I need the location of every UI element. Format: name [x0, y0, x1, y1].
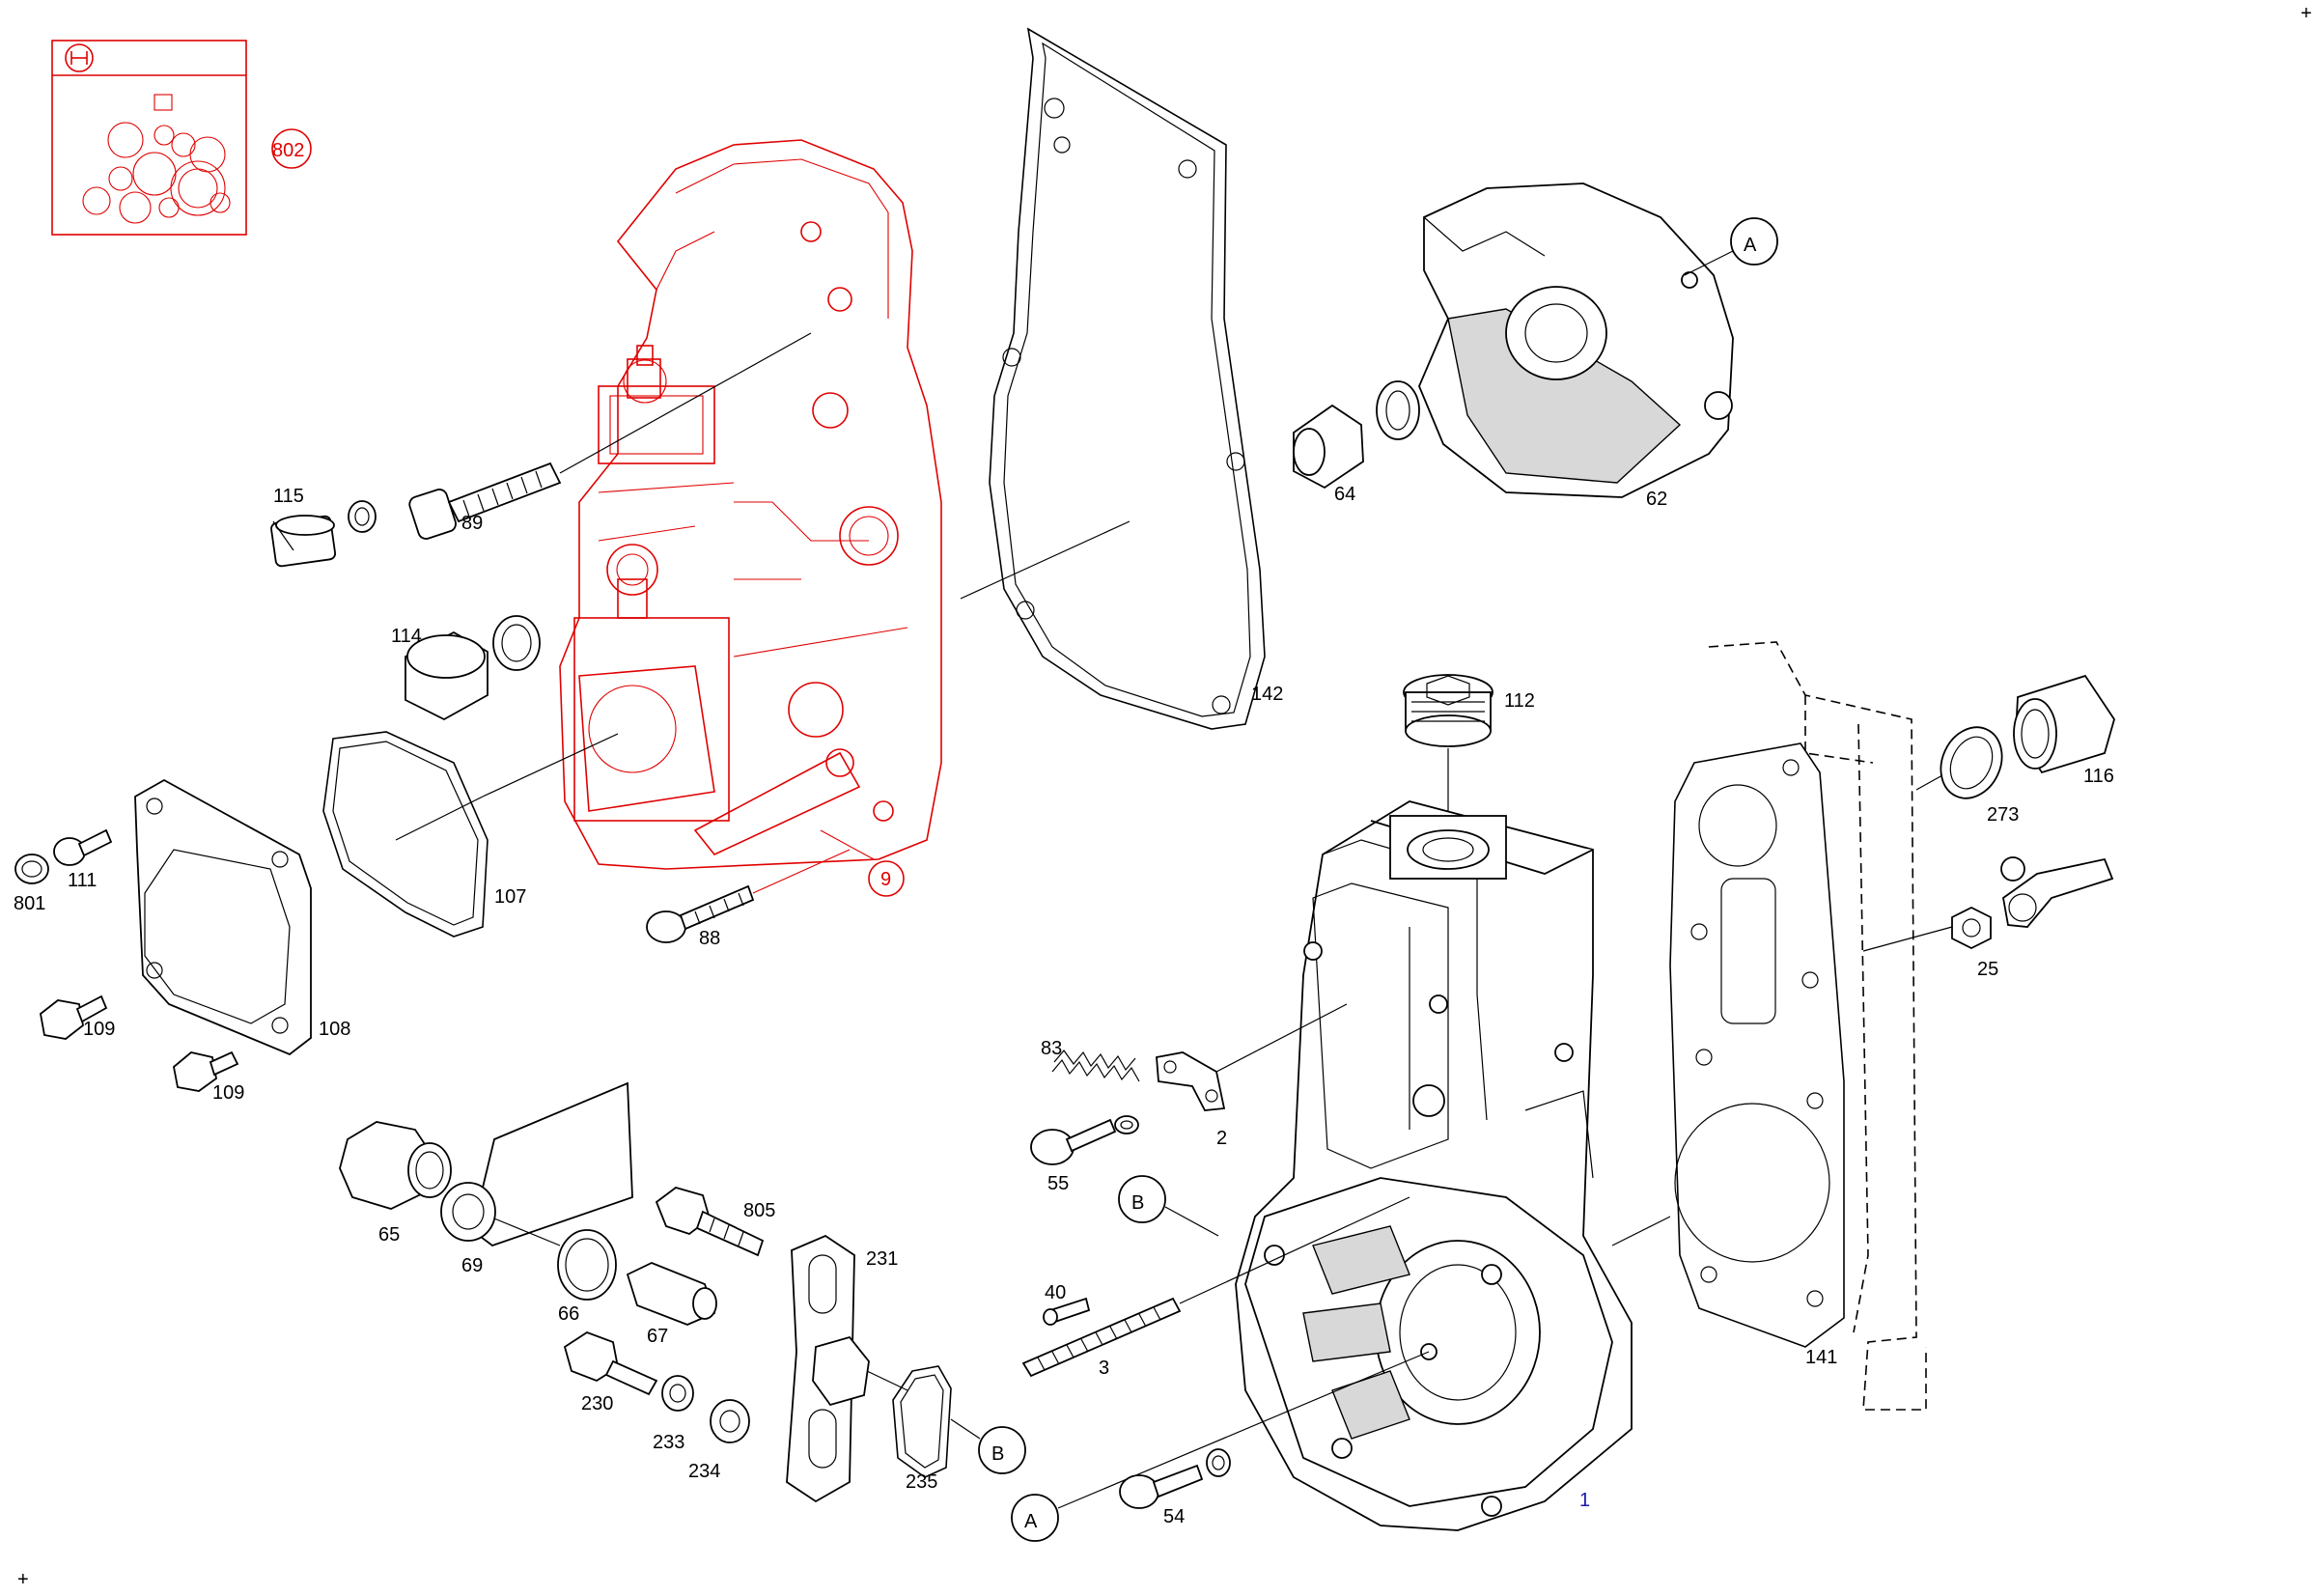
label-231: 231: [866, 1248, 898, 1270]
plate-69[interactable]: 69: [440, 1081, 633, 1276]
label-65: 65: [378, 1224, 400, 1246]
label-40: 40: [1045, 1282, 1066, 1303]
callout-B-bottom[interactable]: B: [950, 1418, 1026, 1474]
washer-234[interactable]: 234: [688, 1399, 750, 1482]
label-141: 141: [1805, 1347, 1837, 1368]
label-801: 801: [14, 893, 45, 914]
governor-housing-assembly[interactable]: [559, 139, 942, 870]
seal-ring-273[interactable]: 273: [1915, 717, 2019, 826]
lever-231[interactable]: 231: [786, 1234, 908, 1503]
label-802: 802: [272, 140, 304, 161]
seal-ring-66[interactable]: 66: [557, 1229, 617, 1325]
label-1: 1: [1579, 1490, 1590, 1511]
bolt-88[interactable]: 88: [646, 849, 851, 949]
label-107: 107: [494, 886, 526, 908]
label-62: 62: [1646, 489, 1667, 510]
kit-callout[interactable]: 802: [271, 128, 312, 169]
nut-116[interactable]: 116: [2013, 674, 2115, 787]
adjacent-housing-outline: [1708, 641, 1927, 1411]
bolt-230[interactable]: 230: [563, 1330, 658, 1414]
label-67: 67: [647, 1326, 668, 1347]
corner-mark-top-right: +: [2301, 3, 2312, 24]
cover-108[interactable]: 108: [134, 778, 350, 1056]
seal-ring-235[interactable]: 235: [892, 1365, 952, 1493]
callout-A-top[interactable]: A: [1684, 217, 1778, 276]
label-3: 3: [1099, 1358, 1109, 1379]
spring-83[interactable]: 83: [1041, 1038, 1140, 1082]
label-9: 9: [880, 869, 891, 890]
gasket-142[interactable]: 142: [960, 27, 1283, 730]
bolt-54[interactable]: 54: [1119, 1448, 1231, 1527]
cap-nut-114[interactable]: 114: [391, 626, 489, 721]
screw-plug-112[interactable]: 112: [1403, 674, 1535, 840]
callout-9[interactable]: 9: [820, 829, 905, 897]
label-116: 116: [2083, 766, 2114, 787]
fitting-lower: [606, 544, 658, 619]
gasket-107[interactable]: 107: [322, 731, 619, 938]
label-112: 112: [1504, 690, 1535, 712]
valve-67[interactable]: 67: [626, 1262, 717, 1347]
label-109-lower: 109: [212, 1082, 244, 1104]
label-115: 115: [273, 486, 304, 507]
cap-nut-115[interactable]: 115: [270, 486, 337, 568]
bolt-111[interactable]: 111: [53, 828, 113, 891]
label-B-middle: B: [1131, 1192, 1144, 1214]
callout-B-middle[interactable]: B: [1118, 1175, 1219, 1237]
fitting-upper: [623, 345, 667, 404]
label-108: 108: [319, 1019, 350, 1040]
label-54: 54: [1163, 1506, 1185, 1527]
washer-115[interactable]: [348, 500, 377, 533]
label-A-top: A: [1744, 235, 1757, 256]
label-B-bottom: B: [991, 1443, 1004, 1465]
bosch-logo-icon: [65, 43, 94, 72]
bolt-805[interactable]: 805: [655, 1187, 775, 1257]
pin-40[interactable]: 40: [1043, 1282, 1091, 1326]
label-235: 235: [906, 1471, 937, 1493]
repair-kit-box[interactable]: [51, 40, 247, 236]
label-109-upper: 109: [83, 1019, 115, 1040]
seal-rings-icon: [82, 94, 231, 224]
label-88: 88: [699, 928, 720, 949]
bolt-109-lower[interactable]: 109: [173, 1050, 244, 1104]
label-83: 83: [1041, 1038, 1062, 1059]
ring-64[interactable]: [1376, 380, 1420, 440]
bracket-2[interactable]: 2: [1156, 1003, 1348, 1149]
callout-A-bottom[interactable]: A: [1011, 1351, 1430, 1542]
cap-801[interactable]: 801: [14, 854, 49, 914]
gasket-141[interactable]: 141: [1611, 742, 1845, 1368]
label-25: 25: [1977, 959, 1998, 980]
label-273: 273: [1987, 804, 2019, 826]
bushing-64[interactable]: 64: [1293, 404, 1364, 505]
plug-65[interactable]: 65: [339, 1121, 452, 1246]
flange-62[interactable]: 62: [1418, 182, 1734, 510]
label-234: 234: [688, 1461, 720, 1482]
label-66: 66: [558, 1303, 579, 1325]
pump-housing-1[interactable]: 1: [1235, 800, 1633, 1531]
label-230: 230: [581, 1393, 613, 1414]
label-69: 69: [461, 1255, 483, 1276]
lever-25[interactable]: [1862, 856, 2114, 952]
label-233: 233: [653, 1432, 684, 1453]
nut-25[interactable]: 25: [1951, 906, 1998, 980]
bolt-89[interactable]: 89: [407, 332, 812, 541]
label-2: 2: [1216, 1128, 1227, 1149]
label-A-bottom: A: [1024, 1511, 1038, 1532]
label-111: 111: [68, 870, 97, 891]
washer-233[interactable]: 233: [653, 1375, 694, 1453]
label-142: 142: [1251, 684, 1283, 705]
label-114: 114: [391, 626, 422, 647]
label-55: 55: [1047, 1173, 1069, 1194]
label-805: 805: [743, 1200, 775, 1221]
bolt-109-upper[interactable]: 109: [40, 994, 115, 1040]
seal-ring-114[interactable]: [492, 615, 541, 671]
label-89: 89: [461, 513, 483, 534]
stud-3[interactable]: 3: [1021, 1196, 1410, 1379]
bolt-55[interactable]: 55: [1030, 1115, 1139, 1194]
label-64: 64: [1334, 484, 1355, 505]
corner-mark-bottom-left: +: [17, 1569, 29, 1590]
